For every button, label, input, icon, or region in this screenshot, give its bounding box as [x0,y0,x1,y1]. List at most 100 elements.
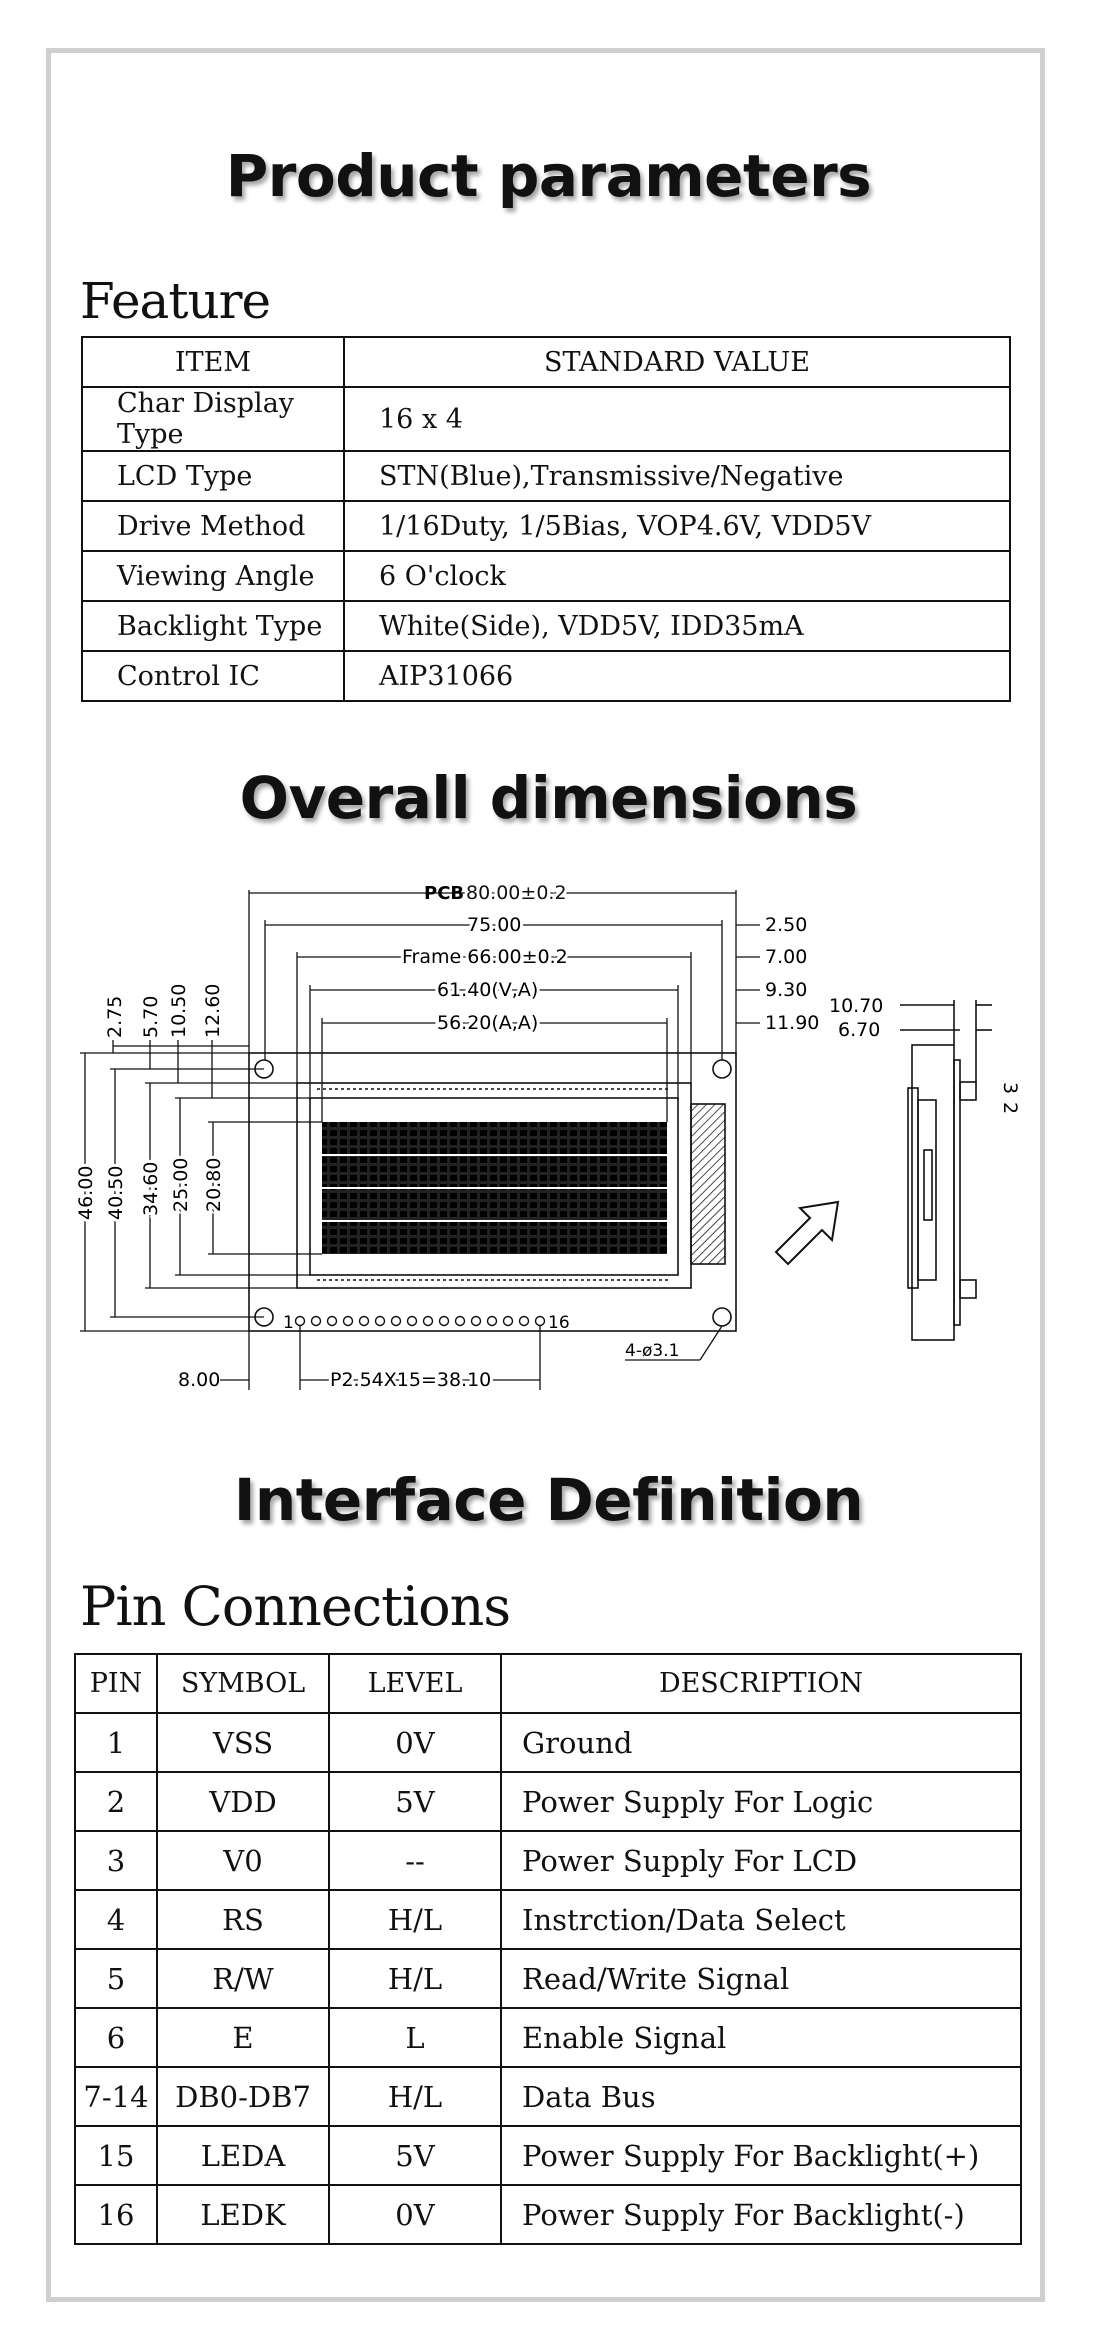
feature-value: White(Side), VDD5V, IDD35mA [343,600,1011,652]
pin-symbol: V0 [156,1830,330,1891]
pin-level: 0V [328,1712,502,1773]
mounting-hole [712,1059,732,1079]
pcb-label: PCB [424,883,464,904]
pcb-dim: 80.00±0.2 [466,882,567,904]
feature-value: AIP31066 [343,650,1011,702]
dim-75: 75.00 [467,914,521,936]
feature-title: Feature [80,272,271,330]
pin-level: H/L [328,1948,502,2009]
side-view [900,1000,992,1341]
pin-symbol: LEDK [156,2184,330,2245]
feature-value: 16 x 4 [343,386,1011,452]
pin-level: 5V [328,2125,502,2186]
holes-dim: 4-ø3.1 [625,1341,679,1361]
dim-250: 2.50 [765,914,807,936]
pin-connections-title: Pin Connections [80,1575,511,1638]
pin-number: 6 [74,2007,158,2068]
pin-description: Read/Write Signal [500,1948,1022,2009]
feature-value: STN(Blue),Transmissive/Negative [343,450,1011,502]
pin-description: Data Bus [500,2066,1022,2127]
pin16-label: 16 [548,1313,570,1333]
pin-header-symbol: SYMBOL [156,1653,330,1714]
pin-description: Power Supply For Logic [500,1771,1022,1832]
pcb-outline [248,1052,737,1332]
aa-dim: 56.20(A,A) [437,1012,538,1034]
feature-value: 1/16Duty, 1/5Bias, VOP4.6V, VDD5V [343,500,1011,552]
pin-number: 2 [74,1771,158,1832]
pin-level: H/L [328,1889,502,1950]
pin-row [294,1315,546,1327]
dim-4050: 40.50 [105,1166,127,1220]
pin-level: 5V [328,1771,502,1832]
dim-1190: 11.90 [765,1012,819,1034]
viewing-area [309,1097,679,1276]
feature-header-row: ITEM STANDARD VALUE [81,336,1011,388]
pin-number: 1 [74,1712,158,1773]
side-dim-2: 2 [999,1102,1021,1114]
va-dim: 61.40(V,A) [437,979,538,1001]
interface-definition-heading: Interface Definition [233,1466,864,1534]
pin-level: -- [328,1830,502,1891]
pin-description: Power Supply For Backlight(-) [500,2184,1022,2245]
feature-item: Char Display Type [81,386,345,452]
pin-level: L [328,2007,502,2068]
dim-930: 9.30 [765,979,807,1001]
feature-item: Control IC [81,650,345,702]
dim-275: 2.75 [104,996,126,1038]
pin-header-description: DESCRIPTION [500,1653,1022,1714]
pin-number: 7-14 [74,2066,158,2127]
pin-description: Power Supply For Backlight(+) [500,2125,1022,2186]
pin-number: 3 [74,1830,158,1891]
frame-dim: Frame 66.00±0.2 [402,946,568,968]
dim-800: 8.00 [178,1369,220,1391]
dim-3460: 34.60 [140,1162,162,1216]
side-dim-670: 6.70 [838,1019,880,1041]
dimension-drawing: 1 16 [72,879,1021,1394]
mounting-hole [712,1307,732,1327]
pin-description: Power Supply For LCD [500,1830,1022,1891]
pin-symbol: LEDA [156,2125,330,2186]
product-parameters-heading: Product parameters [225,142,872,210]
pin-number: 16 [74,2184,158,2245]
pin-symbol: VDD [156,1771,330,1832]
dim-570: 5.70 [140,996,162,1038]
side-dim-1070: 10.70 [829,995,883,1017]
overall-dimensions-heading: Overall dimensions [239,764,858,832]
backlight-tab [690,1103,726,1265]
pin-symbol: R/W [156,1948,330,2009]
pin-number: 4 [74,1889,158,1950]
dim-2500: 25.00 [170,1158,192,1212]
view-direction-arrow [774,1200,840,1266]
pin-description: Instrction/Data Select [500,1889,1022,1950]
dim-700: 7.00 [765,946,807,968]
feature-header-item: ITEM [81,336,345,388]
dim-2080: 20.80 [203,1158,225,1212]
pin-number: 5 [74,1948,158,2009]
feature-item: LCD Type [81,450,345,502]
pin-level: H/L [328,2066,502,2127]
dim-4600: 46.00 [75,1166,97,1220]
dim-1050: 10.50 [168,984,190,1038]
page-frame [46,48,1045,2302]
pin-symbol: DB0-DB7 [156,2066,330,2127]
side-dim-3: 3 [999,1082,1021,1094]
feature-item: Drive Method [81,500,345,552]
pitch-dim: P2.54X15=38.10 [330,1369,491,1391]
pin-header-pin: PIN [74,1653,158,1714]
